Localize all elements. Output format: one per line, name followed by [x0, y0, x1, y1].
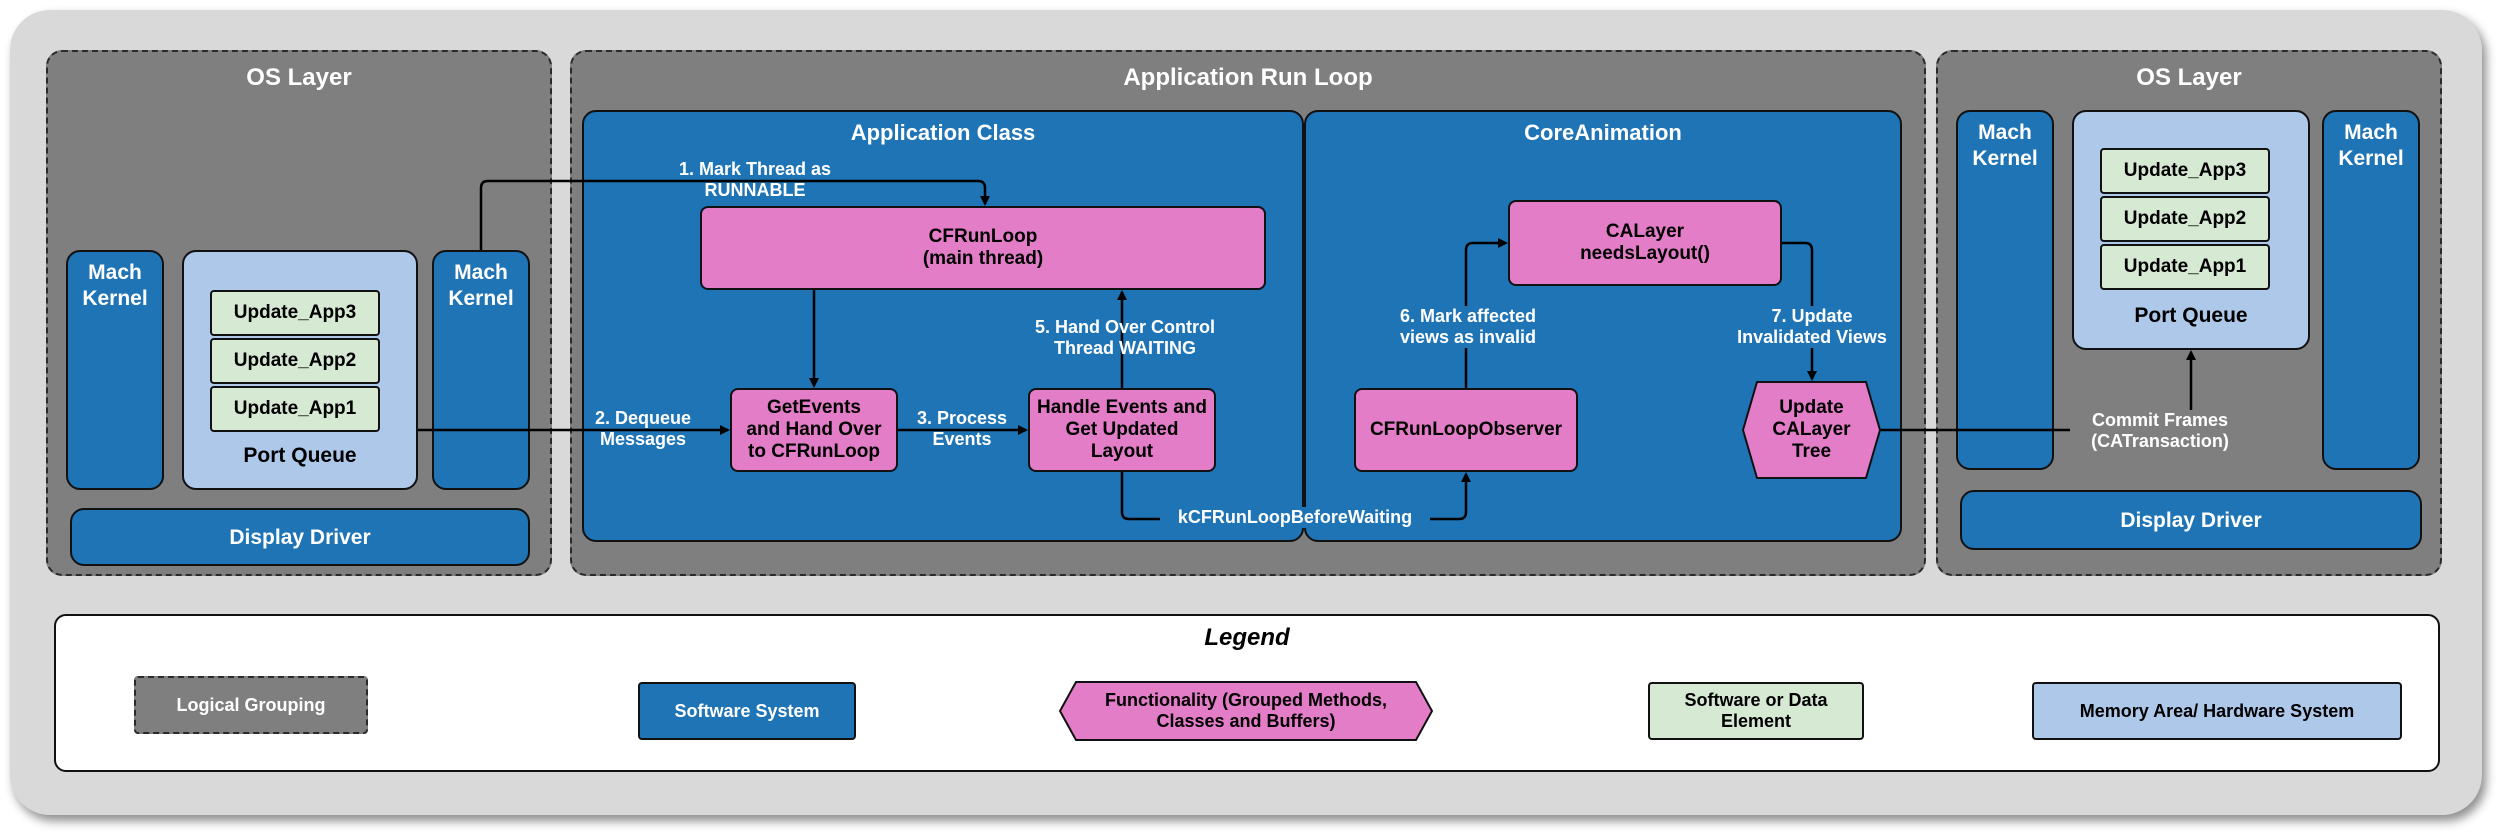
right-os-layer-title: OS Layer: [2136, 64, 2242, 91]
right-display-driver: Display Driver: [1960, 490, 2422, 550]
label-before-waiting: kCFRunLoopBeforeWaiting: [1160, 507, 1430, 528]
cfrunloop-observer: CFRunLoopObserver: [1354, 388, 1578, 472]
legend-memory-label: Memory Area/ Hardware System: [2079, 700, 2355, 721]
update-calayer-tree: Update CALayer Tree: [1743, 382, 1880, 478]
right-mach-kernel-b: Mach Kernel: [2322, 110, 2420, 470]
label-mark-invalid: 6. Mark affected views as invalid: [1378, 306, 1558, 348]
right-queue-item: Update_App2: [2100, 196, 2270, 242]
right-display-driver-label: Display Driver: [2120, 508, 2262, 532]
right-queue-item: Update_App1: [2100, 244, 2270, 290]
right-port-queue-label: Port Queue: [2134, 304, 2248, 327]
calayer-needs-layout: CALayer needsLayout(): [1508, 200, 1782, 286]
edge-mark-invalid: [1464, 238, 1508, 388]
core-animation-title: CoreAnimation: [1524, 120, 1682, 145]
legend-memory-area: Memory Area/ Hardware System: [2032, 682, 2402, 740]
legend-title: Legend: [1204, 624, 1290, 651]
left-port-queue-label: Port Queue: [243, 444, 357, 467]
application-run-loop-title: Application Run Loop: [1123, 64, 1373, 91]
legend-logical-grouping-label: Logical Grouping: [176, 694, 326, 715]
label-commit-frames: Commit Frames (CATransaction): [2070, 410, 2250, 452]
right-port-queue: Update_App3 Update_App2 Update_App1 Port…: [2072, 110, 2310, 350]
cfrunloop-main-thread: CFRunLoop (main thread): [700, 206, 1266, 290]
legend-element-label: Software or Data Element: [1684, 690, 1828, 731]
legend-software-system-label: Software System: [674, 700, 820, 721]
label-dequeue: 2. Dequeue Messages: [594, 408, 692, 449]
left-mach-kernel-a-label: Mach Kernel: [82, 261, 148, 310]
edge-mark-thread: [479, 179, 990, 250]
left-queue-item: Update_App2: [210, 338, 380, 384]
left-queue-item: Update_App1: [210, 386, 380, 432]
left-mach-kernel-b: Mach Kernel: [432, 250, 530, 490]
left-mach-kernel-b-label: Mach Kernel: [448, 261, 514, 310]
legend-logical-grouping: Logical Grouping: [134, 676, 368, 734]
left-os-layer-title: OS Layer: [246, 64, 352, 91]
left-display-driver-label: Display Driver: [229, 525, 371, 549]
legend-functionality-label: Functionality (Grouped Methods, Classes …: [1105, 690, 1387, 731]
legend-functionality: Functionality (Grouped Methods, Classes …: [1060, 682, 1432, 740]
application-class-title: Application Class: [850, 120, 1036, 145]
right-mach-kernel-a-label: Mach Kernel: [1972, 121, 2038, 170]
right-queue-item: Update_App3: [2100, 148, 2270, 194]
left-queue-item: Update_App3: [210, 290, 380, 336]
handle-events-layout: Handle Events and Get Updated Layout: [1028, 388, 1216, 472]
label-update-views: 7. Update Invalidated Views: [1724, 306, 1900, 348]
left-port-queue: Update_App3 Update_App2 Update_App1 Port…: [182, 250, 418, 490]
legend-software-system: Software System: [638, 682, 856, 740]
label-hand-over: 5. Hand Over Control Thread WAITING: [1034, 317, 1216, 358]
update-calayer-tree-label: Update CALayer Tree: [1772, 397, 1851, 462]
edge-update-views: [1782, 241, 1817, 381]
label-mark-thread: 1. Mark Thread as RUNNABLE: [678, 159, 832, 200]
get-events-handover: GetEvents and Hand Over to CFRunLoop: [730, 388, 898, 472]
legend-software-data-element: Software or Data Element: [1648, 682, 1864, 740]
right-mach-kernel-a: Mach Kernel: [1956, 110, 2054, 470]
right-mach-kernel-b-label: Mach Kernel: [2338, 121, 2404, 170]
update-calayer-tree-shape: [1741, 381, 1882, 479]
left-display-driver: Display Driver: [70, 508, 530, 566]
left-mach-kernel-a: Mach Kernel: [66, 250, 164, 490]
label-process: 3. Process Events: [916, 408, 1008, 449]
